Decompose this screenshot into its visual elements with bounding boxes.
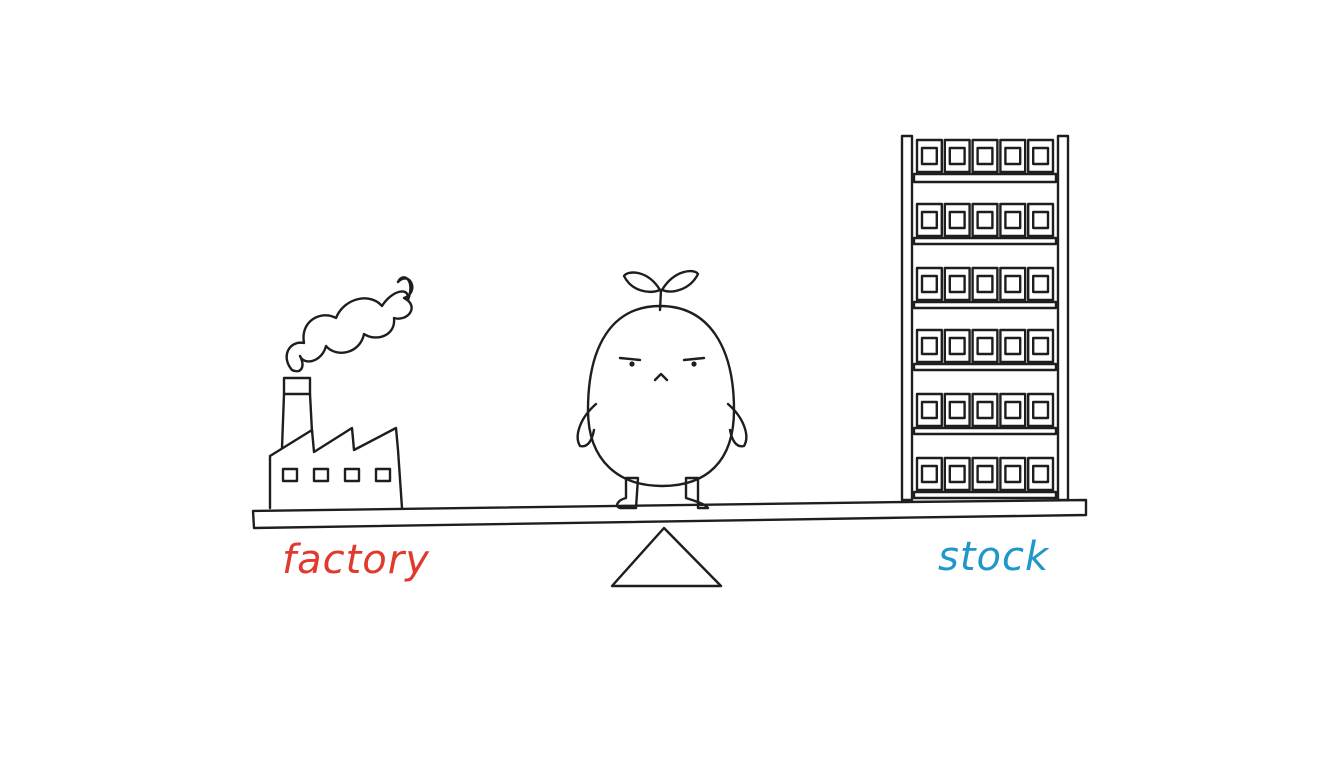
stock-box [999, 202, 1027, 238]
stock-box [1026, 202, 1055, 238]
stock-box [943, 266, 971, 302]
stock-box-label [1031, 210, 1050, 230]
stock-box [943, 456, 971, 492]
stock-box-label [976, 146, 994, 166]
stock-box [999, 328, 1027, 364]
stock-box-label [1031, 400, 1050, 420]
stock-box-label [1031, 274, 1050, 294]
smoke-icon [285, 276, 414, 373]
stock-box [943, 202, 971, 238]
stock-box [1026, 328, 1055, 364]
sprout-character-icon [576, 269, 748, 510]
stock-box-label [948, 336, 966, 356]
warehouse-shelf-icon [900, 134, 1070, 502]
stock-box [943, 138, 971, 174]
stock-box-label [920, 336, 939, 356]
stock-box [971, 456, 999, 492]
stock-box-label [1004, 274, 1022, 294]
stock-box-label [948, 400, 966, 420]
stock-box-label [1004, 400, 1022, 420]
stock-box [971, 328, 999, 364]
factory-label: factory [282, 537, 430, 583]
stock-box [915, 266, 943, 302]
stock-box [1026, 456, 1055, 492]
stock-label: stock [938, 534, 1050, 580]
stock-box-label [1004, 210, 1022, 230]
stock-box-label [920, 274, 939, 294]
stock-box [1026, 392, 1055, 428]
stock-box-label [976, 274, 994, 294]
stock-box-label [976, 210, 994, 230]
stock-box [1026, 138, 1055, 174]
stock-box-label [948, 274, 966, 294]
stock-box-label [920, 210, 939, 230]
stock-box [999, 392, 1027, 428]
stock-box-label [920, 400, 939, 420]
stock-box-label [976, 400, 994, 420]
seesaw-plank [251, 498, 1088, 530]
stock-box [943, 328, 971, 364]
stock-box [971, 392, 999, 428]
stock-box [1026, 266, 1055, 302]
stock-box-label [920, 146, 939, 166]
stock-box-label [1031, 464, 1050, 484]
stock-box-label [948, 146, 966, 166]
stock-box-label [948, 210, 966, 230]
stock-box-label [1004, 336, 1022, 356]
fulcrum-icon [610, 526, 723, 588]
stock-box [915, 138, 943, 174]
stock-box-label [948, 464, 966, 484]
stock-box-label [1031, 336, 1050, 356]
stock-box [915, 456, 943, 492]
stock-box [971, 266, 999, 302]
stock-box-label [976, 336, 994, 356]
stock-box-label [1004, 146, 1022, 166]
factory-icon [268, 376, 404, 510]
stock-box [915, 328, 943, 364]
stock-box-label [1004, 464, 1022, 484]
stock-box [915, 202, 943, 238]
stock-box [915, 392, 943, 428]
stock-box [943, 392, 971, 428]
stock-box [999, 456, 1027, 492]
stock-box [999, 266, 1027, 302]
stock-box [971, 202, 999, 238]
stock-box [971, 138, 999, 174]
stock-box-label [976, 464, 994, 484]
stock-box-label [920, 464, 939, 484]
stock-box-label [1031, 146, 1050, 166]
stock-box [999, 138, 1027, 174]
